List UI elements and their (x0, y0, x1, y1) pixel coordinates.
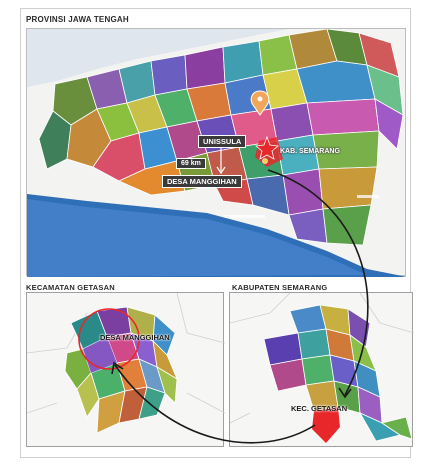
kabupaten-map-svg (230, 293, 414, 443)
kabupaten-title: KABUPATEN SEMARANG (232, 283, 328, 292)
province-map (26, 28, 407, 277)
star-marker-icon (255, 135, 279, 160)
kecamatan-map-svg (27, 293, 225, 434)
sea-north (27, 29, 289, 87)
desa-manggihan-top-label: DESA MANGGIHAN (162, 175, 242, 188)
manggihan-dot (262, 158, 268, 164)
getasan-highlight (312, 407, 340, 443)
kec-getasan-label: KEC. GETASAN (291, 404, 348, 413)
kabupaten-map (229, 292, 414, 447)
kecamatan-title: KECAMATAN GETASAN (26, 283, 115, 292)
unissula-label: UNISSULA (198, 135, 247, 148)
distance-label: 69 km (176, 158, 206, 169)
province-title: PROVINSI JAWA TENGAH (26, 15, 129, 24)
manggihan-circle (78, 308, 140, 370)
province-map-svg (27, 29, 407, 277)
desa-manggihan-left-label: DESA MANGGIHAN (100, 333, 170, 342)
kecamatan-map (26, 292, 225, 447)
location-pin-icon (250, 90, 270, 116)
kab-semarang-label: KAB. SEMARANG (280, 148, 340, 155)
